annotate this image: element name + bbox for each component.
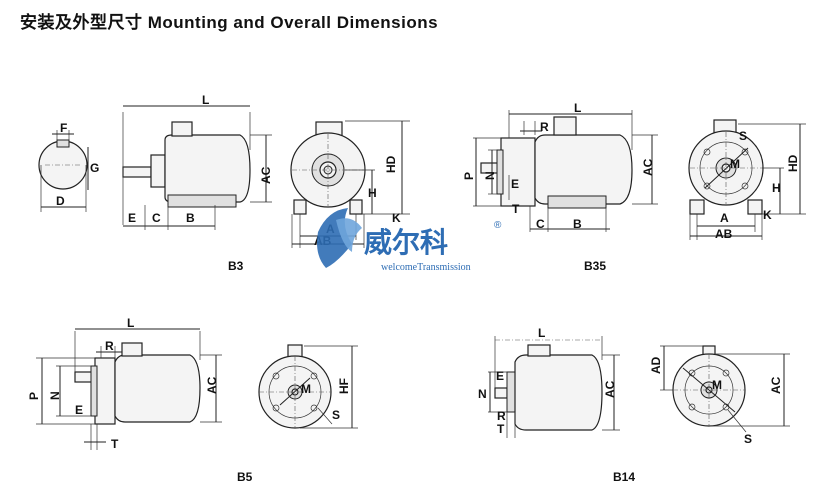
dim-h-label: H <box>772 181 781 195</box>
dim-hd-label: HD <box>786 154 800 172</box>
dim-m-label: M <box>712 378 722 392</box>
registered-mark: ® <box>494 220 502 231</box>
logo-english-text: welcomeTransmission <box>381 262 471 273</box>
dim-e-label: E <box>496 369 504 383</box>
caption-b3: B3 <box>228 259 244 273</box>
dim-n-label: N <box>48 391 62 400</box>
dim-ac-label: AC <box>205 376 219 394</box>
dim-r-label: R <box>497 409 506 423</box>
dim-k-label: K <box>763 208 772 222</box>
dim-e-label: E <box>511 177 519 191</box>
dim-s-label: S <box>739 129 747 143</box>
caption-b5: B5 <box>237 470 253 484</box>
caption-b35: B35 <box>584 259 606 273</box>
dim-s-label: S <box>332 408 340 422</box>
welcome-transmission-logo: 威尔科 ® welcomeTransmission <box>317 208 502 273</box>
dim-ad-label: AD <box>649 356 663 374</box>
dim-k-label: K <box>392 211 401 225</box>
dim-t-label: T <box>512 202 520 216</box>
b35-side-view: L R P N E T C B AC <box>462 101 658 232</box>
dim-g-label: G <box>90 161 99 175</box>
dim-e-label: E <box>128 211 136 225</box>
logo-chinese-text: 威尔科 <box>364 226 448 259</box>
b3-side-view: L AC E C B <box>122 93 273 230</box>
shaft-section-drawing: F G D <box>38 121 99 212</box>
dim-t-label: T <box>497 422 505 436</box>
dim-p-label: P <box>27 392 41 400</box>
page-title: 安装及外型尺寸 Mounting and Overall Dimensions <box>20 13 439 32</box>
dim-l-label: L <box>202 93 209 107</box>
dim-s-label: S <box>744 432 752 446</box>
dim-ac-label: AC <box>603 380 617 398</box>
dim-ac-label: AC <box>769 376 783 394</box>
b14-front-view: AD M S AC <box>649 345 790 446</box>
dim-h-label: H <box>368 186 377 200</box>
b5-front-view: M S HF <box>258 344 358 429</box>
dim-r-label: R <box>105 339 114 353</box>
dim-f-label: F <box>60 121 67 135</box>
dim-l-label: L <box>538 326 545 340</box>
dim-hf-label: HF <box>337 378 351 394</box>
dim-n-label: N <box>483 171 497 180</box>
dim-ac-label: AC <box>259 166 273 184</box>
caption-b14: B14 <box>613 470 635 484</box>
dim-a-label: A <box>720 211 729 225</box>
dim-d-label: D <box>56 194 65 208</box>
dim-m-label: M <box>730 157 740 171</box>
dim-c-label: C <box>536 217 545 231</box>
dim-r-label: R <box>540 120 549 134</box>
b14-side-view: L E N R T AC <box>478 326 620 438</box>
dim-hd-label: HD <box>384 155 398 173</box>
dim-p-label: P <box>462 172 476 180</box>
b3-front-view: HD H K A AB <box>290 120 410 248</box>
dim-b-label: B <box>573 217 582 231</box>
dim-ac-label: AC <box>641 158 655 176</box>
dim-m-label: M <box>301 382 311 396</box>
dim-l-label: L <box>574 101 581 115</box>
b35-front-view: S M HD H A K AB <box>688 119 806 241</box>
dim-ab-label: AB <box>715 227 733 241</box>
dim-e-label: E <box>75 403 83 417</box>
dim-l-label: L <box>127 316 134 330</box>
b5-side-view: L R P N E T AC <box>27 316 222 451</box>
dim-c-label: C <box>152 211 161 225</box>
dim-t-label: T <box>111 437 119 451</box>
dim-b-label: B <box>186 211 195 225</box>
dim-n-label: N <box>478 387 487 401</box>
